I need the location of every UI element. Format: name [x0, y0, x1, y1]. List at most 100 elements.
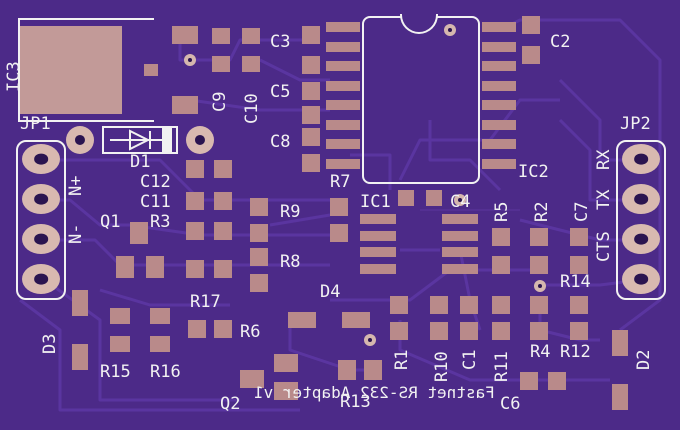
label-c3: C3: [270, 32, 291, 52]
r1-pad-a: [390, 296, 408, 314]
c3-pad-b: [302, 56, 320, 74]
label-r1: R1: [392, 349, 412, 370]
ic1-left-pin: [360, 263, 396, 274]
d1-pin-b: [186, 126, 214, 154]
label-q2: Q2: [220, 394, 241, 414]
c12-pad-a: [186, 160, 204, 178]
ic2-left-pin: [326, 41, 360, 52]
c3-pad-a: [302, 26, 320, 44]
ic2-left-pin: [326, 80, 360, 91]
ic2-left-pin: [326, 22, 360, 32]
label-r9: R9: [280, 202, 301, 222]
ic2-right-pin: [482, 139, 516, 149]
label-c12: C12: [140, 172, 171, 192]
r11-pad-b: [492, 322, 510, 340]
via: [184, 54, 196, 66]
c10-pad-a: [242, 28, 260, 44]
r10-pad-b: [430, 322, 448, 340]
label-c7: C7: [572, 201, 592, 222]
d1-pin-a: [66, 126, 94, 154]
jp1-pin-4: [22, 264, 60, 294]
jp1-pin-3: [22, 224, 60, 254]
d3-pad-a: [72, 290, 88, 316]
ic2-left-pin: [326, 139, 360, 149]
ic1-right-pin: [442, 230, 478, 241]
label-jp2: JP2: [620, 114, 651, 134]
c5-pad-b: [302, 106, 320, 124]
label-r8: R8: [280, 252, 301, 272]
label-n-minus: N-: [66, 223, 86, 244]
label-r16: R16: [150, 362, 181, 382]
label-tx: TX: [594, 189, 614, 210]
label-r17: R17: [190, 292, 221, 312]
jp1-pin-1: [22, 144, 60, 174]
label-rx: RX: [594, 149, 614, 170]
c4-pad-b: [426, 190, 442, 206]
via: [534, 280, 546, 292]
c2-pad-a: [522, 16, 540, 34]
label-d1: D1: [130, 152, 151, 172]
ic1-left-pin: [360, 214, 396, 224]
label-ic2: IC2: [518, 162, 549, 182]
c6-pad-b: [548, 372, 566, 390]
label-r12: R12: [560, 342, 591, 362]
d4-pad-a: [288, 312, 316, 328]
ic2-right-pin: [482, 41, 516, 52]
ic3-outline: [18, 18, 154, 122]
jp1-outline: [16, 140, 66, 300]
r16-pad-a: [150, 308, 170, 324]
label-c11: C11: [140, 192, 171, 212]
r11-pad-a: [492, 296, 510, 314]
r16-pad-b: [150, 336, 170, 352]
label-cts: CTS: [594, 231, 614, 262]
r3-pad-b: [214, 222, 232, 240]
d1-outline: [102, 126, 178, 154]
ic1-right-pin: [442, 247, 478, 257]
c4-pad-a: [398, 190, 414, 206]
ic2-left-pin: [326, 119, 360, 130]
c11-pad-b: [214, 192, 232, 210]
c9-pad-a: [212, 28, 230, 44]
r2-pad-b: [530, 256, 548, 274]
c8-pad-b: [302, 154, 320, 172]
label-jp1: JP1: [20, 114, 51, 134]
jp2-pin-4: [622, 264, 660, 294]
ic2-left-pin: [326, 100, 360, 110]
r6-pad-a: [188, 320, 206, 338]
r12-pad-b: [570, 322, 588, 340]
r13-pad-b: [364, 360, 382, 380]
r12-pad-a: [570, 296, 588, 314]
d4-pad-b: [342, 312, 370, 328]
label-c8: C8: [270, 132, 291, 152]
jp2-pin-3: [622, 224, 660, 254]
label-r6: R6: [240, 322, 261, 342]
c8-pad-a: [302, 128, 320, 146]
r15-pad-b: [110, 336, 130, 352]
ic2-outline: [362, 16, 480, 184]
ic2-right-pin: [482, 61, 516, 71]
r2-pad-a: [530, 228, 548, 246]
board-title: Fastnet RS-232 Adapter v1: [254, 383, 495, 402]
jp2-pin-2: [622, 184, 660, 214]
ic1-right-pin: [442, 263, 478, 274]
label-r3: R3: [150, 212, 171, 232]
q2-pad-3: [274, 382, 298, 400]
label-r14: R14: [560, 272, 591, 292]
r10-pad-a: [430, 296, 448, 314]
label-d4: D4: [320, 282, 341, 302]
label-ic3: IC3: [4, 61, 24, 92]
jp1-pin-2: [22, 184, 60, 214]
label-r4: R4: [530, 342, 551, 362]
ic1-right-pin: [442, 214, 478, 224]
r8-pad-a: [250, 248, 268, 266]
ic1-left-pin: [360, 247, 396, 257]
r17-pad-b: [214, 260, 232, 278]
q2-pad-1: [274, 354, 298, 372]
r9-pad-b: [250, 224, 268, 242]
d2-pad-a: [612, 330, 628, 356]
c5-pad-a: [302, 82, 320, 100]
r15-pad-a: [110, 308, 130, 324]
label-q1: Q1: [100, 212, 121, 232]
c7-pad-a: [570, 228, 588, 246]
